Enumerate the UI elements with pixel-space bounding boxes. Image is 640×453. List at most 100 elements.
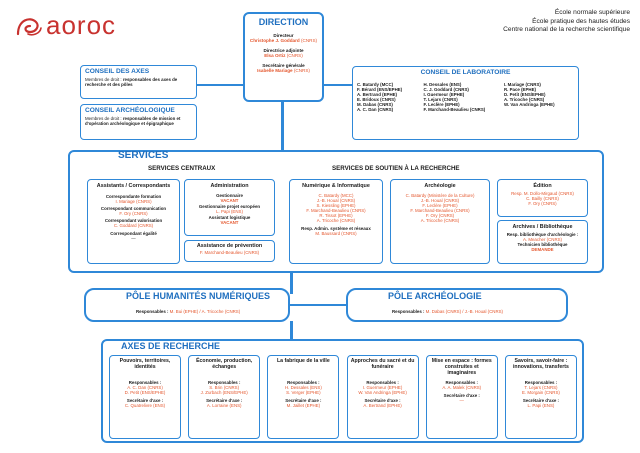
administration-name: L. Papi (ENS) [216, 209, 243, 215]
archeologie-title: Archéologie [424, 183, 456, 189]
archeologie-member: A. Tricoche (CNRS) [420, 218, 460, 224]
archives-title: Archives / Bibliothèque [512, 224, 573, 230]
axis-resp-name: E. Morgain (CNRS) [522, 390, 560, 396]
axis-resp-name: S. Verger (EPHE) [286, 390, 321, 396]
connector-poles-axes [290, 321, 293, 339]
administration-name: VACANT [220, 220, 239, 226]
axis-sec-label: Secrétaire d'axe : [443, 393, 480, 399]
connector-labo-direction [322, 84, 354, 86]
directeur-name: Christophe J. Goddard [249, 38, 300, 44]
labo-member: I. Guermeur (EPHE) [423, 92, 465, 98]
edition-box: Édition Resp. M. Dollo-Mirgaud (CNRS) C.… [497, 179, 588, 217]
assistants-role: Correspondante formation [105, 194, 162, 199]
prevention-box: Assistance de prévention F. Marchand-Bea… [184, 240, 275, 262]
prevention-title: Assistance de prévention [196, 243, 263, 249]
axis-box: Savoirs, savoir-faire : innovations, tra… [504, 355, 577, 439]
axis-sec-name: L. Papi (ENS) [527, 403, 555, 409]
pole-archeo-box: PÔLE ARCHÉOLOGIE Responsables : M. Dabas… [346, 288, 568, 322]
conseil-axes-text: Membres de droit : responsables des axes… [85, 77, 178, 88]
axis-sec-name: C. Quatrelivre (ENS) [124, 403, 166, 409]
numerique-member: J.-B. Houal (CNRS) [316, 198, 356, 204]
institution-ephe: École pratique des hautes études [532, 17, 630, 25]
labo-member: I. Mariage (CNRS) [504, 82, 541, 87]
services-box: SERVICES SERVICES CENTRAUX SERVICES DE S… [68, 150, 604, 273]
assistants-name: C. Goddard (CNRS) [113, 223, 154, 229]
connector-services-poles [290, 272, 293, 294]
labo-member: E. Bridoux (CNRS) [357, 97, 396, 103]
axis-resp-name: A. C. Dan (CNRS) [127, 385, 163, 391]
labo-member: A. Bertrand (EPHE) [357, 92, 398, 98]
axis-resp-name: T. Lejars (CNRS) [524, 385, 558, 391]
axis-title: Économie, production, échanges [196, 358, 253, 370]
axis-resp-label: Responsables : [366, 380, 399, 385]
archeologie-member: F. Leclère (EPHE) [422, 203, 458, 209]
axis-title: Approches du sacré et du funéraire [350, 358, 415, 370]
labo-member: C. Batardy (MCC) [357, 82, 394, 87]
connector-direction-services [281, 100, 284, 152]
pole-hn-title: PÔLE HUMANITÉS NUMÉRIQUES [126, 291, 271, 301]
archives-name: A. Meacher (CNRS) [522, 237, 563, 243]
axis-resp-label: Responsables : [128, 380, 162, 385]
axis-title: Mise en espace : formes construites et i… [431, 358, 492, 376]
labo-member: T. Lejars (CNRS) [423, 97, 458, 103]
assistants-box: Assistants / Correspondants Correspondan… [87, 179, 180, 264]
conseil-axes-box: CONSEIL DES AXES Membres de droit : resp… [80, 65, 197, 99]
pole-archeo-title: PÔLE ARCHÉOLOGIE [388, 291, 482, 301]
logo-mark-icon [16, 17, 42, 36]
archives-role: Resp. bibliothèque d'archéologie : [506, 232, 579, 237]
axis-sec-name: A. Bertrand (EPHE) [363, 403, 402, 409]
labo-member: C. J. Goddard (CNRS) [423, 87, 469, 93]
labo-member: D. Petit (ENS/EPHE) [504, 92, 546, 98]
assistants-role: Correspondant égalité [110, 230, 157, 236]
numerique-member: F. Marchand-Beaulieu (CNRS) [306, 208, 366, 214]
axes-box: AXES DE RECHERCHE Pouvoirs, territoires,… [101, 339, 584, 443]
numerique-box: Numérique & Informatique C. Batardy (MCC… [289, 179, 383, 264]
axis-sec-name: A. Lorraine (ENS) [206, 403, 242, 409]
numerique-member: S. Kiessling (EPHE) [316, 203, 356, 209]
services-centraux-title: SERVICES CENTRAUX [148, 165, 216, 172]
edition-member: F. Ory (CNRS) [528, 201, 557, 207]
assistants-name: — [131, 235, 136, 241]
connector-axes-direction [196, 84, 244, 86]
numerique-title: Numérique & Informatique [302, 183, 370, 189]
administration-role: Gestionnaire projet européen [198, 204, 261, 210]
edition-member: C. Bailly (CNRS) [526, 196, 559, 202]
edition-title: Édition [533, 183, 552, 189]
labo-member: A. C. Dan (CNRS) [357, 107, 394, 113]
administration-title: Administration [210, 183, 249, 189]
pole-hn-resp: M. Bui (EPHE) / A. Tricoche (CNRS) [169, 309, 241, 314]
services-title: SERVICES [118, 150, 169, 161]
direction-title: DIRECTION [258, 17, 309, 27]
direction-box: DIRECTION Directeur Christophe J. Goddar… [243, 12, 324, 102]
administration-box: Administration Gestionnaire VACANT Gesti… [184, 179, 275, 236]
conseil-archeo-box: CONSEIL ARCHÉOLOGIQUE Membres de droit :… [80, 104, 197, 140]
axis-sec-name: M. Jaillet (EPHE) [286, 403, 321, 409]
conseil-axes-title: CONSEIL DES AXES [85, 68, 150, 75]
archeologie-member: C. Batardy (Ministère de la Culture) [405, 193, 475, 198]
axis-resp-label: Responsables : [445, 380, 478, 385]
conseil-labo-title: CONSEIL DE LABORATOIRE [420, 69, 511, 76]
axis-title: Pouvoirs, territoires, identités [119, 358, 171, 370]
institutions: École normale supérieure École pratique … [503, 9, 630, 35]
archives-box: Archives / Bibliothèque Resp. bibliothèq… [497, 220, 588, 264]
numerique-admin-role: Resp. Admin. système et réseaux [301, 225, 371, 231]
axis-resp-name: S. Brin (CNRS) [209, 385, 240, 391]
axes-title: AXES DE RECHERCHE [121, 341, 221, 351]
archeologie-member: F. Ory (CNRS) [425, 213, 455, 219]
conseil-archeo-title: CONSEIL ARCHÉOLOGIQUE [85, 107, 175, 114]
axis-resp-label: Responsables : [524, 380, 558, 385]
axis-box: Mise en espace : formes construites et i… [425, 355, 498, 439]
axis-title: Savoirs, savoir-faire : innovations, tra… [512, 358, 569, 370]
sg-aff: (CNRS) [293, 68, 310, 74]
pole-archeo-resp: M. Dabas (CNRS) / J.-B. Houal (CNRS) [425, 309, 504, 314]
assistants-title: Assistants / Correspondants [96, 183, 171, 189]
axis-resp-name: H. Dessales (ENS) [284, 385, 322, 391]
services-soutien-title: SERVICES DE SOUTIEN À LA RECHERCHE [332, 165, 460, 172]
numerique-member: C. Batardy (MCC) [318, 193, 354, 198]
archeologie-member: J.-B. Houal (CNRS) [420, 198, 460, 204]
archives-name: DEMANDE [531, 247, 554, 253]
